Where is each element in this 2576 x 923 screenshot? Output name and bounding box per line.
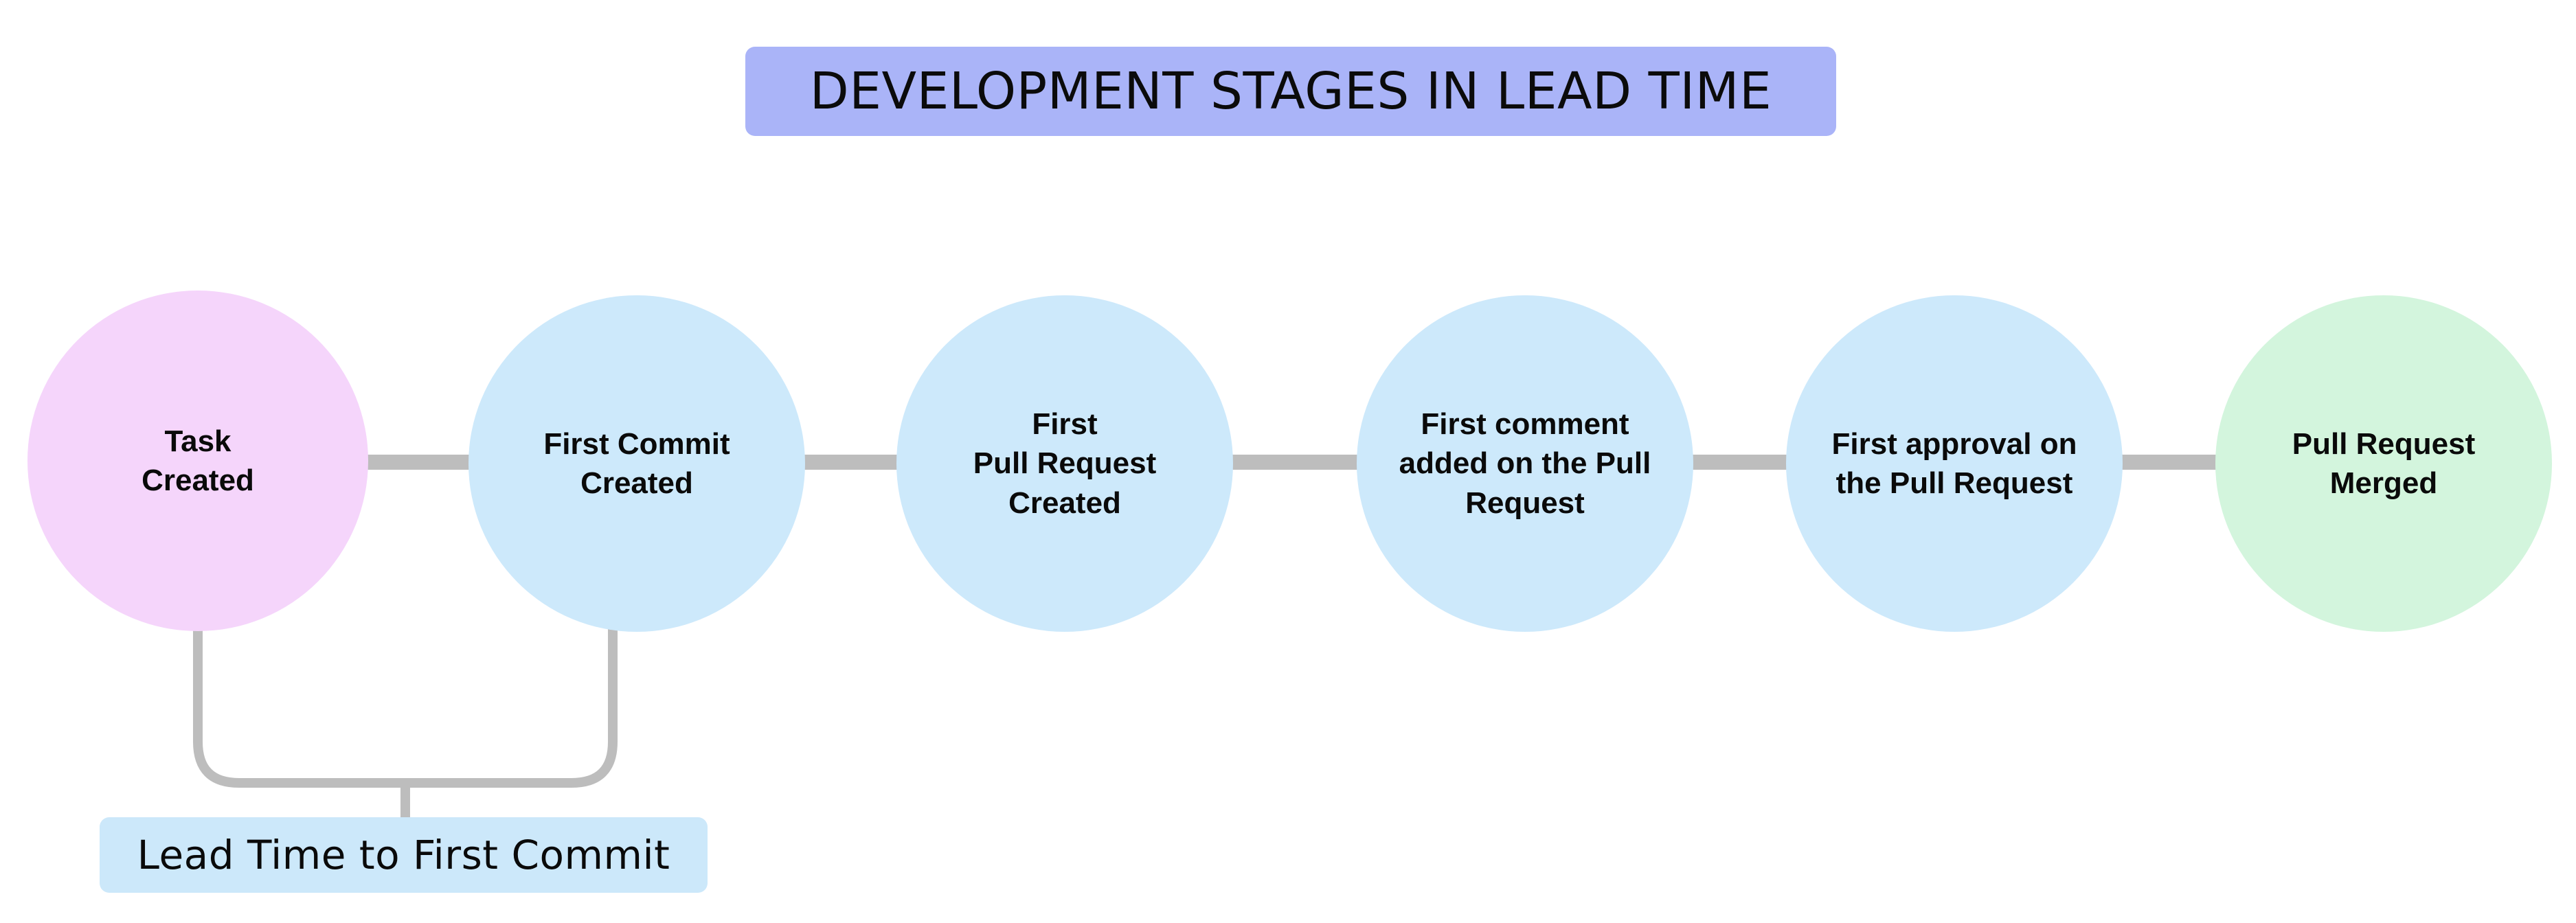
connector-first-commit-to-first-pull-request xyxy=(795,455,909,470)
flow-node-task-created[interactable]: Task Created xyxy=(27,290,368,631)
flow-node-label: First Commit Created xyxy=(543,426,730,500)
flow-node-label: Pull Request Merged xyxy=(2292,426,2476,500)
flow-node-first-commit[interactable]: First Commit Created xyxy=(468,295,805,632)
annotation-label: Lead Time to First Commit xyxy=(137,832,670,878)
flow-node-first-pull-request[interactable]: First Pull Request Created xyxy=(896,295,1233,632)
flow-node-label: First comment added on the Pull Request xyxy=(1399,407,1651,520)
flow-node-label: First approval on the Pull Request xyxy=(1831,426,2077,500)
connector-task-created-to-first-commit xyxy=(357,455,481,470)
page-title: DEVELOPMENT STAGES IN LEAD TIME xyxy=(809,62,1772,121)
flow-node-first-comment[interactable]: First comment added on the Pull Request xyxy=(1357,295,1693,632)
connector-first-pull-request-to-first-comment xyxy=(1223,455,1368,470)
flow-node-label: Task Created xyxy=(142,424,254,497)
annotation-lead-time-to-first-commit: Lead Time to First Commit xyxy=(100,817,708,893)
flow-node-label: First Pull Request Created xyxy=(973,407,1157,520)
connector-first-approval-to-pull-request-merged xyxy=(2112,455,2228,470)
lead-time-bracket xyxy=(193,591,618,819)
connector-first-comment-to-first-approval xyxy=(1683,455,1798,470)
flow-node-first-approval[interactable]: First approval on the Pull Request xyxy=(1786,295,2123,632)
page-title-banner: DEVELOPMENT STAGES IN LEAD TIME xyxy=(745,47,1836,136)
flow-node-pull-request-merged[interactable]: Pull Request Merged xyxy=(2215,295,2552,632)
